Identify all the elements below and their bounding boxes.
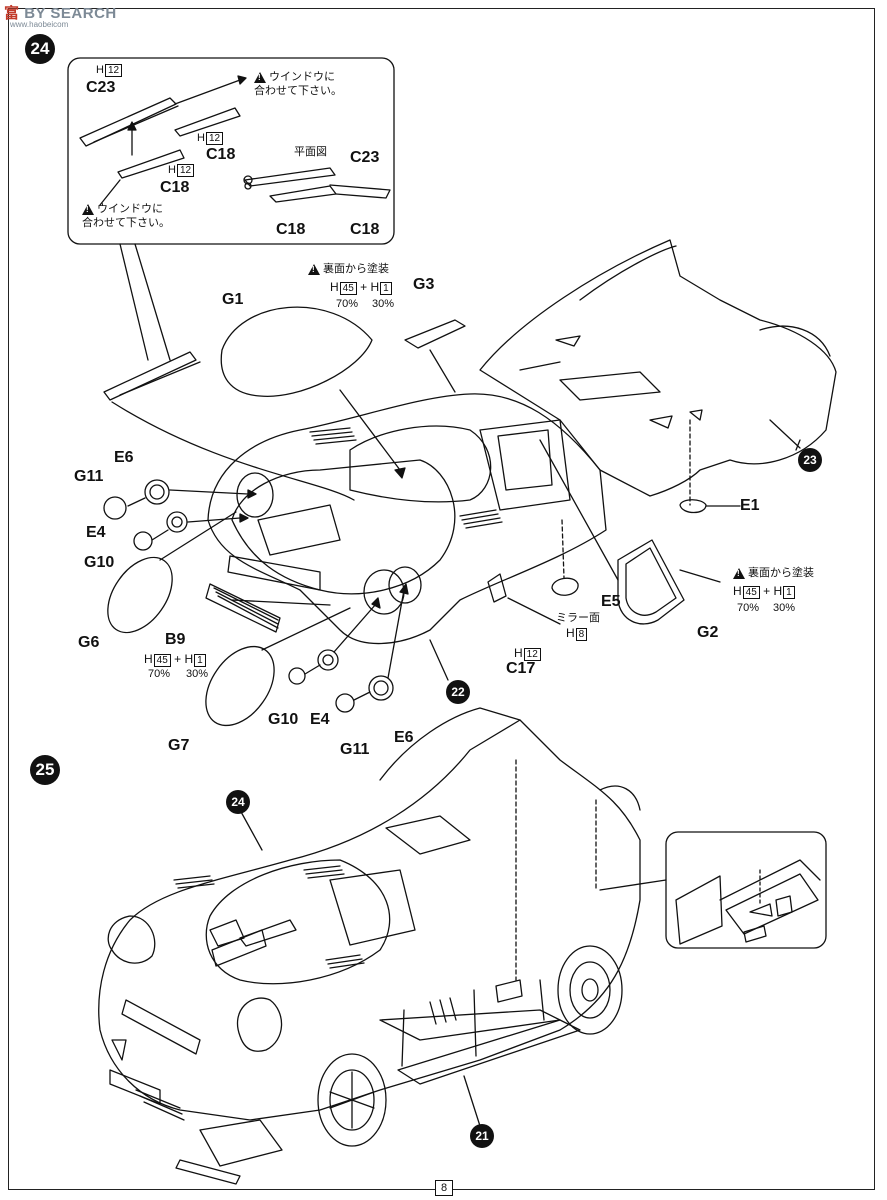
part-label-c23: C23 [86, 79, 116, 96]
warning-icon [82, 203, 94, 215]
paint-ratio-b: 30% [773, 602, 796, 614]
watermark-brand-text: BY SEARCH [24, 5, 117, 22]
cover-g6-drawing [107, 556, 173, 634]
part-label-g10: G10 [84, 554, 115, 571]
part-label-e6: E6 [114, 449, 134, 466]
wiper-c23-drawing [79, 97, 177, 147]
paint-ratio-b: 30% [186, 668, 209, 680]
assembly-ref-22: 22 [446, 680, 470, 704]
part-label-e4: E4 [86, 524, 106, 541]
step-24-number: 24 [25, 34, 55, 64]
paint-ratio-b: 30% [372, 298, 395, 310]
assembly-ref-24: 24 [226, 790, 250, 814]
wiper-detail-inset [67, 57, 395, 245]
watermark-logo: 富 BY SEARCH [4, 2, 117, 23]
part-label-g3: G3 [413, 276, 435, 293]
paint-note-g1: 裏面から塗装 [308, 262, 389, 276]
part-label-g11: G11 [340, 741, 370, 758]
part-label-g2: G2 [697, 624, 719, 641]
part-label-g10: G10 [268, 711, 299, 728]
paint-ratio-a: 70% [737, 602, 760, 614]
part-label-c17: C17 [506, 660, 536, 677]
paint-note-g2: 裏面から塗装 [733, 566, 814, 580]
part-label-g6: G6 [78, 634, 100, 651]
warning-icon [733, 567, 745, 579]
warning-icon [308, 263, 320, 275]
front-wheel-drawing [317, 1053, 387, 1147]
windshield-g1-drawing [220, 306, 373, 397]
part-label-c23: C23 [350, 149, 380, 166]
watermark-brand-glyph: 富 [4, 5, 20, 22]
part-label-g7: G7 [168, 737, 190, 754]
mirror-surface-label: ミラー面 [556, 612, 600, 624]
rear-wheel-drawing [557, 945, 623, 1035]
part-label-g1: G1 [222, 291, 244, 308]
paint-ratio-a: 70% [148, 668, 171, 680]
plan-view-label: 平面図 [294, 146, 327, 158]
body-shell-22-drawing [207, 393, 607, 645]
part-label-c18: C18 [206, 146, 236, 163]
assembled-car-drawing [98, 719, 641, 1121]
part-label-e1: E1 [740, 497, 760, 514]
watermark-url: www.haobeicom [10, 20, 69, 29]
side-window-g2-drawing [617, 539, 685, 625]
warning-icon [254, 71, 266, 83]
lens-g11-upper-drawing [103, 496, 127, 520]
part-label-e6: E6 [394, 729, 414, 746]
grille-b9-drawing [205, 583, 281, 633]
cover-g7-drawing [205, 645, 275, 727]
part-label-c18: C18 [160, 179, 190, 196]
part-label-c18: C18 [350, 221, 380, 238]
part-label-b9: B9 [165, 631, 186, 648]
tail-section-23-drawing [479, 239, 837, 497]
caution-note: ウインドウに 合わせて下さい。 [82, 202, 170, 231]
part-label-g11: G11 [74, 468, 104, 485]
wing-mount-detail-inset [665, 831, 827, 949]
part-label-e5: E5 [601, 593, 621, 610]
paint-ratio-a: 70% [336, 298, 359, 310]
step-25-number: 25 [30, 755, 60, 785]
assembly-ref-21: 21 [470, 1124, 494, 1148]
page-number: 8 [435, 1180, 453, 1196]
part-label-e4: E4 [310, 711, 330, 728]
part-label-c18: C18 [276, 221, 306, 238]
caution-note: ウインドウに 合わせて下さい。 [254, 70, 342, 99]
assembly-ref-23: 23 [798, 448, 822, 472]
